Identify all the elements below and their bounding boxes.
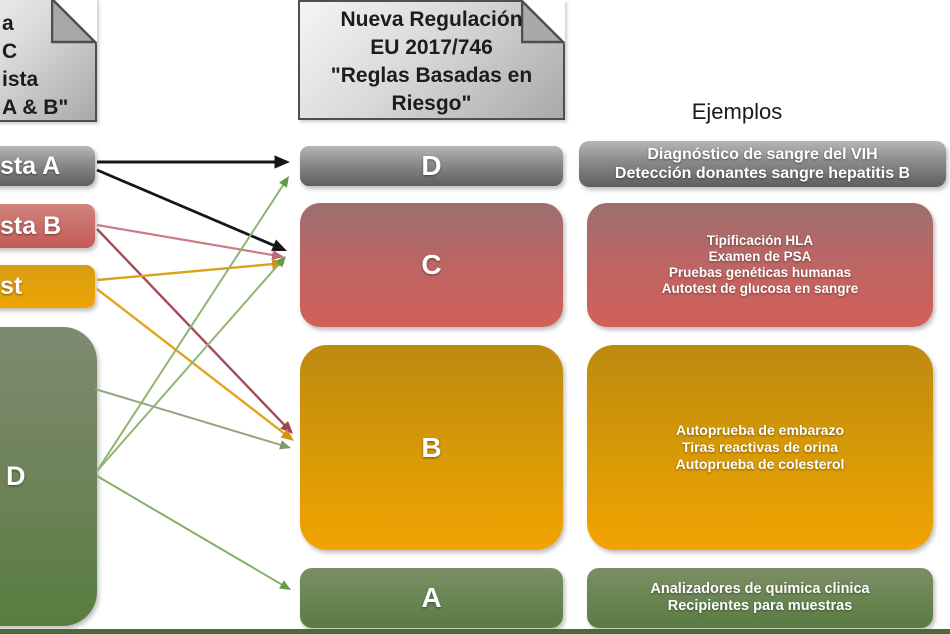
source-box-label: D: [6, 461, 26, 491]
examples-box-a: Analizadores de quimica clinica Recipien…: [587, 568, 933, 628]
new-regulation-document: Nueva Regulación EU 2017/746 "Reglas Bas…: [298, 0, 565, 120]
arrow-line-ivd-to-b: [94, 388, 283, 447]
class-box-b: B: [300, 345, 563, 550]
example-line: Tipificación HLA: [706, 233, 814, 248]
example-line: Diagnóstico de sangre del VIH: [647, 146, 878, 163]
class-label: C: [421, 249, 442, 280]
examples-text-d: Diagnóstico de sangre del VIH Detección …: [579, 145, 946, 183]
arrowhead-lista-b-to-c: [271, 249, 284, 261]
source-bar-lista-b: sta B: [0, 204, 95, 248]
arrowhead-ivd-to-c: [275, 256, 286, 268]
arrowhead-lista-b-to-b: [280, 420, 293, 434]
arrowhead-lista-a-to-d: [274, 155, 290, 169]
examples-text-c: Tipificación HLA Examen de PSA Pruebas g…: [587, 233, 933, 297]
old-directive-document: a C ista A & B": [0, 0, 97, 122]
doc-line: a: [2, 12, 14, 35]
arrow-line-ivd-to-a: [96, 475, 284, 587]
example-line: Tiras reactivas de orina: [681, 439, 839, 455]
arrow-line-lista-b-to-b: [96, 228, 287, 428]
doc-line: Riesgo": [391, 92, 472, 115]
new-regulation-text: Nueva Regulación EU 2017/746 "Reglas Bas…: [300, 6, 563, 118]
examples-text-a: Analizadores de quimica clinica Recipien…: [587, 581, 933, 616]
class-label: A: [421, 582, 442, 613]
examples-box-d: Diagnóstico de sangre del VIH Detección …: [579, 141, 946, 187]
arrow-line-autotest-to-b: [96, 288, 287, 436]
examples-header: Ejemplos: [691, 99, 783, 124]
arrow-line-ivd-to-d: [96, 182, 285, 472]
arrowhead-ivd-to-d: [279, 176, 289, 188]
source-bar-label: sta B: [0, 211, 62, 240]
arrowhead-ivd-to-a: [279, 580, 291, 590]
doc-line: "Reglas Basadas en: [330, 64, 533, 87]
arrow-line-ivd-to-c: [96, 262, 281, 472]
source-bar-autotest: st: [0, 265, 95, 308]
arrowhead-autotest-to-b: [280, 428, 294, 441]
source-bar-label: sta A: [0, 151, 61, 180]
examples-box-c: Tipificación HLA Examen de PSA Pruebas g…: [587, 203, 933, 327]
doc-line: C: [2, 40, 18, 63]
example-line: Recipientes para muestras: [667, 598, 853, 614]
example-line: Analizadores de quimica clinica: [650, 580, 870, 597]
source-box-ivd-rest: D: [0, 327, 97, 626]
arrow-line-lista-b-to-c: [96, 223, 275, 257]
doc-line: Nueva Regulación: [340, 8, 523, 31]
class-label: D: [421, 150, 442, 181]
class-box-c: C: [300, 203, 563, 327]
doc-line: EU 2017/746: [370, 36, 493, 59]
example-line: Detección donantes sangre hepatitis B: [614, 165, 911, 182]
doc-line: A & B": [2, 96, 69, 119]
source-bar-label: st: [0, 272, 23, 300]
arrow-line-lista-a-to-c: [96, 168, 276, 248]
arrowhead-ivd-to-b: [279, 440, 291, 450]
arrow-line-autotest-to-c: [96, 262, 275, 282]
old-directive-text: a C ista A & B": [2, 10, 68, 122]
example-line: Autotest de glucosa en sangre: [661, 281, 859, 296]
class-box-d: D: [300, 146, 563, 186]
arrowhead-lista-a-to-c: [271, 239, 287, 251]
bottom-strip: [0, 629, 950, 634]
example-line: Autoprueba de colesterol: [675, 456, 845, 472]
examples-text-b: Autoprueba de embarazo Tiras reactivas d…: [587, 422, 933, 473]
examples-box-b: Autoprueba de embarazo Tiras reactivas d…: [587, 345, 933, 550]
class-box-a: A: [300, 568, 563, 628]
class-label: B: [421, 431, 442, 463]
example-line: Examen de PSA: [708, 249, 812, 264]
example-line: Autoprueba de embarazo: [675, 422, 845, 438]
arrowhead-autotest-to-c: [271, 258, 285, 270]
folded-corner-icon: [51, 0, 97, 44]
doc-line: ista: [2, 68, 39, 91]
source-bar-lista-a: sta A: [0, 146, 95, 186]
example-line: Pruebas genéticas humanas: [668, 265, 852, 280]
folded-corner-icon: [521, 0, 565, 44]
